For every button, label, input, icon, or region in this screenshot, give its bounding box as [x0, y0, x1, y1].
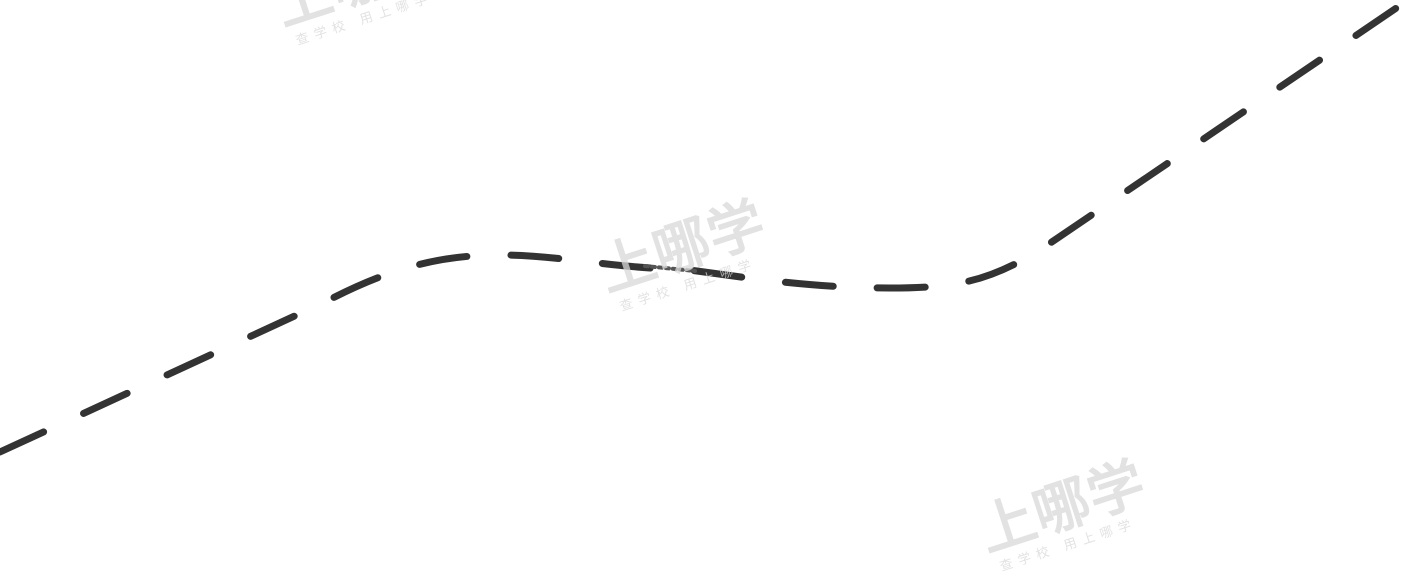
diagram-canvas: [0, 0, 1415, 456]
dashed-curve: [0, 0, 1415, 456]
dashed-curve-overlap-segment: [643, 264, 697, 273]
